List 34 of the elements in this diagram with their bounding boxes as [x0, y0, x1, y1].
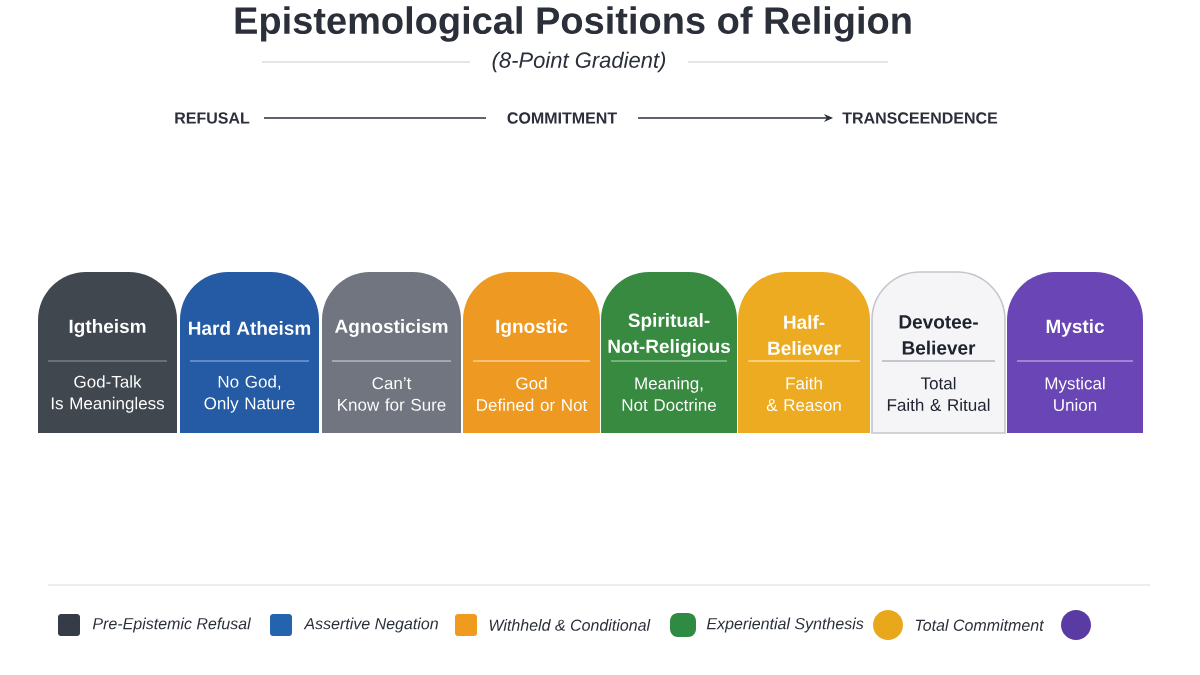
- card-text: Mystical Union: [1045, 376, 1105, 412]
- legend-label: Pre-Epistemic Refusal: [92, 617, 251, 633]
- card-text: God Defined or Not: [477, 376, 588, 412]
- legend-label: Assertive Negation: [303, 617, 438, 633]
- position-card: [38, 272, 177, 433]
- card-title: Spiritual- Not-Religious: [608, 313, 730, 357]
- card-text: No God, Only Nature: [204, 375, 295, 413]
- card-title: Hard Atheism: [189, 321, 311, 335]
- card-title: Devotee- Believer: [899, 315, 978, 355]
- card-text: Faith & Reason: [766, 376, 841, 412]
- position-card: [463, 272, 600, 433]
- legend-label: Total Commitment: [915, 619, 1045, 631]
- card-title: Agnosticism: [334, 319, 448, 337]
- position-card: [738, 272, 870, 433]
- card-title: Ignostic: [496, 319, 568, 337]
- card-title: Mystic: [1046, 319, 1104, 337]
- subtitle: (8-Point Gradient): [492, 51, 666, 73]
- card-text: Can’t Know for Sure: [338, 377, 446, 411]
- legend-label: Withheld & Conditional: [489, 619, 651, 631]
- axis-label: COMMITMENT: [507, 112, 617, 124]
- card-text: God-Talk Is Meaningless: [51, 375, 164, 413]
- axis-label: TRANSCEENDENCE: [842, 112, 998, 124]
- position-card: [871, 271, 1006, 434]
- card-text: Meaning, Not Doctrine: [622, 376, 716, 412]
- card-title: Igtheism: [69, 319, 146, 337]
- position-card: [601, 272, 737, 433]
- card-title: Half- Believer: [768, 315, 841, 355]
- position-card: [180, 272, 319, 433]
- title: Epistemological Positions of Religion: [235, 6, 911, 42]
- legend-label: Experiential Synthesis: [706, 617, 864, 633]
- position-card: [1007, 272, 1143, 433]
- position-card: [322, 272, 461, 433]
- axis-label: REFUSAL: [175, 112, 250, 124]
- card-text: Total Faith & Ritual: [887, 376, 990, 412]
